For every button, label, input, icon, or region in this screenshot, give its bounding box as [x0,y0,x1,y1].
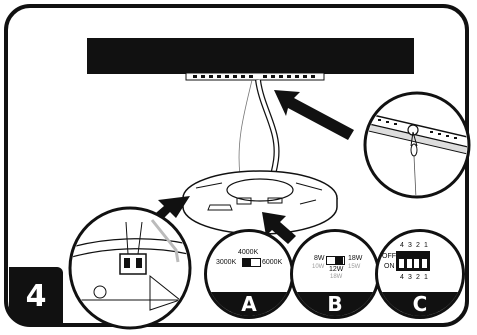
dip-bottom-number: 2 [416,274,420,281]
dip-switch [399,254,405,268]
dip-top-number: 2 [416,242,420,249]
panel-b-switch [326,256,345,265]
step-number: 4 [25,278,47,314]
dip-switch [421,254,427,268]
step-number-badge: 4 [9,267,63,325]
panel-c-bottom-numbers: 4 3 2 1 [398,274,430,281]
dip-top-number: 1 [424,242,428,249]
dip-bottom-number: 3 [408,274,412,281]
panel-b-letter-bar: B [293,292,377,316]
panel-a-letter: A [241,292,257,316]
arrow-to-bracket [274,90,354,140]
panel-b-wattage: 8W 10W 18W 15W 12W 18W B [290,229,380,319]
panel-b-letter: B [327,292,343,316]
zoom-circle-bracket [363,91,471,199]
zoom-circle-connector [68,206,192,330]
outer-frame [4,4,469,327]
panel-c-off-label: OFF [382,253,396,260]
panel-b-left-label: 8W [314,255,325,262]
panel-b-faded-left: 10W [312,264,325,270]
panel-b-right-label: 18W [348,255,363,262]
panel-b-faded-bottom: 18W [330,274,343,280]
panel-c-dip-switches: 4 3 2 1 OFF ON 4 3 2 1 C [375,229,465,319]
dip-bottom-number: 4 [400,274,404,281]
dip-bottom-number: 1 [424,274,428,281]
safety-wire [238,79,253,176]
mounting-bracket [185,72,325,81]
panel-c-letter: C [412,292,428,316]
panel-c-letter-bar: C [378,292,462,316]
panel-b-faded-right: 15W [348,264,361,270]
dip-switch [414,254,420,268]
fixture-body [87,38,414,74]
panel-b-bottom-label: 12W [329,266,344,273]
panel-a-switch [242,258,261,267]
panel-a-color-temperature: 4000K 3000K 6000K A [204,229,294,319]
panel-a-right-label: 6000K [262,259,283,266]
panel-c-on-label: ON [384,263,395,270]
panel-a-letter-bar: A [207,292,291,316]
panel-a-left-label: 3000K [216,259,237,266]
bracket-dots [193,75,315,78]
panel-c-top-numbers: 4 3 2 1 [398,242,430,249]
dip-switch-block [396,251,430,271]
panel-a-top-label: 4000K [238,249,259,256]
dip-top-number: 3 [408,242,412,249]
arrow-to-connector-right [262,212,296,244]
dip-top-number: 4 [400,242,404,249]
dip-switch [406,254,412,268]
driver-base [182,170,338,235]
